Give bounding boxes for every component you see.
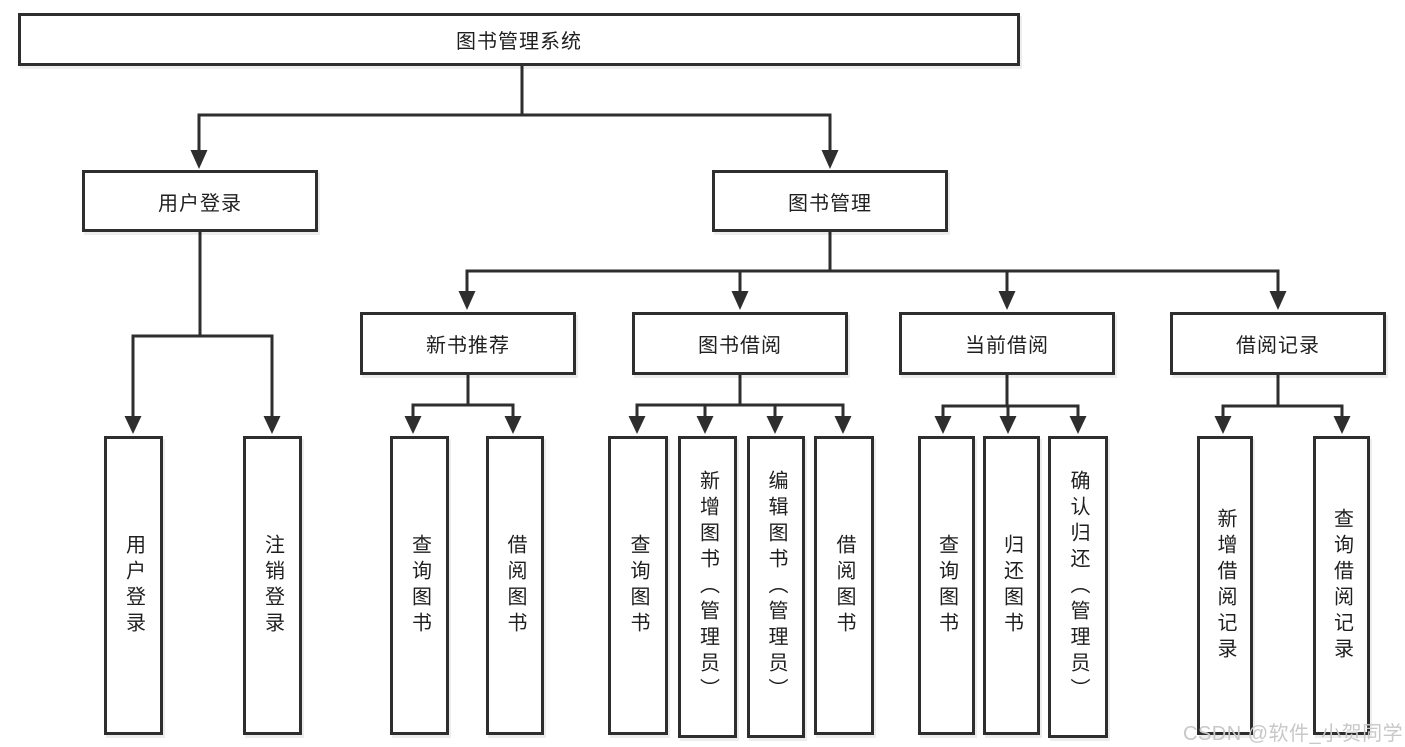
leaf-return-books: 归还图书: [983, 436, 1040, 735]
leaf-edit-books-admin: 编辑图书（管理员）: [747, 436, 805, 738]
leaf-query-books-borrowing-label: 查询图书: [627, 533, 649, 638]
node-new-book-recommendation: 新书推荐: [360, 312, 576, 375]
leaf-add-books-admin: 新增图书（管理员）: [678, 436, 737, 738]
node-current-borrowing: 当前借阅: [899, 312, 1115, 375]
arrowheads: [124, 150, 1351, 434]
leaf-borrow-books-recommend-label: 借阅图书: [504, 533, 526, 638]
leaf-borrow-books-borrowing-label: 借阅图书: [833, 533, 855, 638]
leaf-confirm-return-admin: 确认归还（管理员）: [1048, 436, 1108, 738]
node-book-management: 图书管理: [712, 170, 948, 232]
node-borrowing-records: 借阅记录: [1170, 312, 1386, 375]
leaf-user-login: 用户登录: [104, 436, 163, 735]
node-root-label: 图书管理系统: [456, 31, 582, 53]
leaf-return-books-label: 归还图书: [1000, 533, 1023, 638]
node-borrowing-records-label: 借阅记录: [1236, 335, 1320, 357]
leaf-query-books-current-label: 查询图书: [935, 533, 958, 638]
leaf-query-books-borrowing: 查询图书: [608, 436, 668, 735]
node-root: 图书管理系统: [18, 13, 1020, 66]
node-user-login: 用户登录: [82, 170, 318, 232]
leaf-query-books-recommend-label: 查询图书: [408, 533, 431, 638]
leaf-borrow-books-borrowing: 借阅图书: [814, 436, 874, 735]
node-book-management-label: 图书管理: [788, 192, 872, 215]
leaf-add-borrow-record-label: 新增借阅记录: [1214, 507, 1236, 664]
node-user-login-label: 用户登录: [158, 192, 242, 215]
connector-lines: [131, 66, 1344, 418]
node-book-borrowing-label: 图书借阅: [698, 335, 782, 357]
leaf-edit-books-admin-label: 编辑图书（管理员）: [765, 470, 787, 704]
leaf-query-books-current: 查询图书: [918, 436, 975, 735]
leaf-add-borrow-record: 新增借阅记录: [1197, 436, 1253, 735]
leaf-confirm-return-admin-label: 确认归还（管理员）: [1067, 470, 1089, 704]
leaf-logout: 注销登录: [243, 436, 302, 735]
leaf-add-books-admin-label: 新增图书（管理员）: [696, 470, 719, 704]
leaf-query-borrow-record: 查询借阅记录: [1313, 436, 1370, 735]
leaf-query-borrow-record-label: 查询借阅记录: [1330, 507, 1353, 664]
leaf-query-books-recommend: 查询图书: [390, 436, 449, 735]
node-current-borrowing-label: 当前借阅: [965, 335, 1049, 357]
node-book-borrowing: 图书借阅: [632, 312, 848, 375]
csdn-watermark: CSDN @软件_小贺同学: [1183, 723, 1404, 745]
node-new-book-recommendation-label: 新书推荐: [426, 335, 510, 357]
leaf-user-login-label: 用户登录: [122, 533, 145, 638]
leaf-logout-label: 注销登录: [261, 533, 284, 638]
leaf-borrow-books-recommend: 借阅图书: [486, 436, 544, 735]
